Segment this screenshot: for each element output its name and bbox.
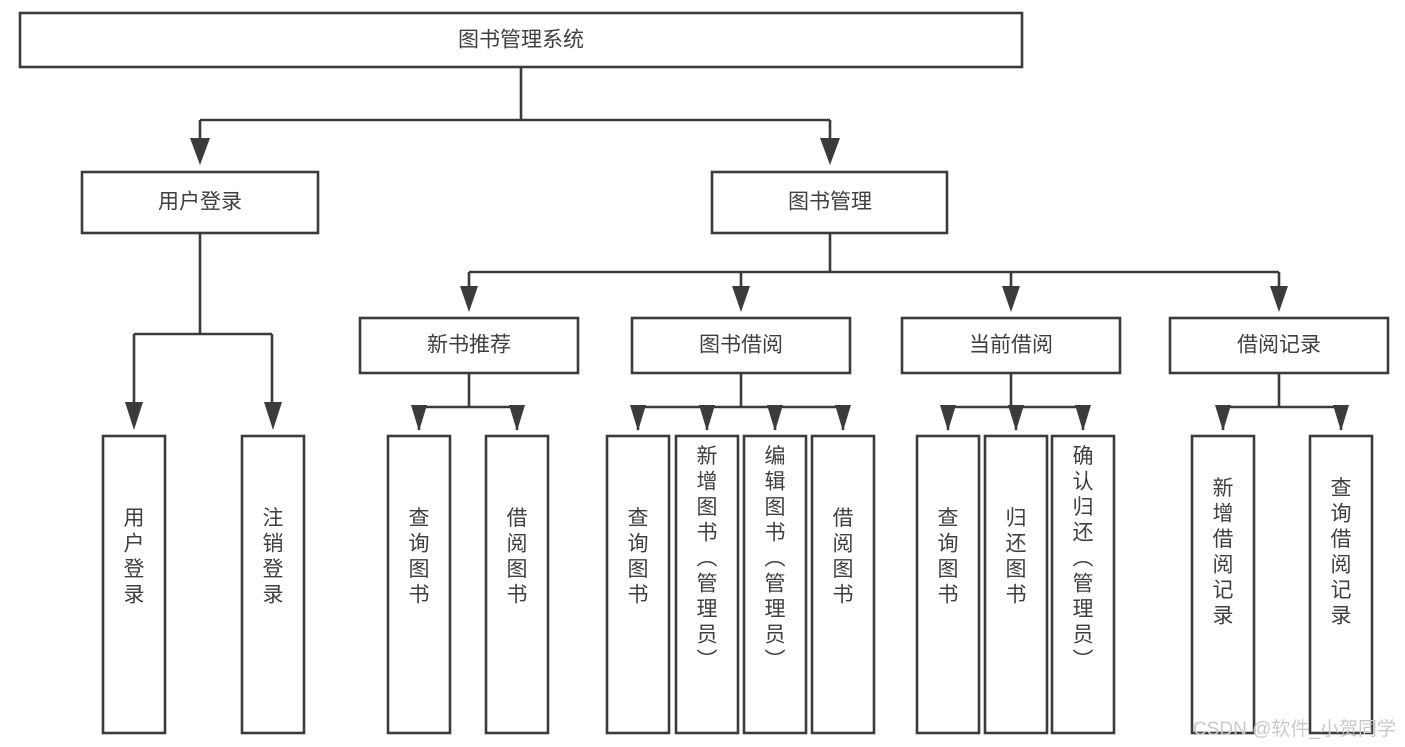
node-root[interactable]: 图书管理系统: [18, 11, 1024, 69]
arrowhead-borrow-record: [1270, 286, 1288, 312]
arrowhead-leaf-logout: [264, 402, 282, 430]
node-label-leaf-query-book-1: 查询图书: [409, 507, 430, 607]
arrowhead-book-manage: [820, 138, 840, 165]
node-box-leaf-borrow-book-2[interactable]: [810, 434, 876, 735]
node-leaf-query-book-2[interactable]: 查询图书: [605, 434, 671, 735]
node-label-borrow-record: 借阅记录: [1237, 334, 1321, 357]
node-label-leaf-edit-book: 编辑图书︵管理员︶: [765, 445, 786, 672]
arrowhead-user-login: [190, 138, 210, 165]
node-label-leaf-query-book-2: 查询图书: [628, 507, 649, 607]
node-box-leaf-logout[interactable]: [240, 434, 306, 735]
node-box-leaf-user-login[interactable]: [101, 434, 167, 735]
arrowhead-leaf-query-book-3: [940, 405, 956, 431]
arrowhead-leaf-borrow-book-2: [835, 405, 851, 431]
node-label-leaf-confirm-return: 确认归还︵管理员︶: [1073, 445, 1094, 672]
arrowhead-new-book-rec: [460, 286, 478, 312]
node-label-leaf-query-record: 查询借阅记录: [1331, 477, 1352, 628]
node-leaf-query-book-1[interactable]: 查询图书: [386, 434, 452, 735]
node-box-current-borrow[interactable]: [900, 316, 1122, 375]
node-label-current-borrow: 当前借阅: [969, 334, 1053, 357]
arrowhead-book-borrow: [732, 286, 750, 312]
arrowhead-leaf-add-book: [699, 405, 715, 431]
node-label-leaf-add-book: 新增图书︵管理员︶: [697, 445, 718, 672]
node-box-book-manage[interactable]: [710, 170, 949, 235]
node-label-root: 图书管理系统: [458, 29, 584, 52]
node-box-book-borrow[interactable]: [630, 316, 852, 375]
node-box-leaf-query-book-2[interactable]: [605, 434, 671, 735]
node-label-book-borrow: 图书借阅: [699, 334, 783, 357]
node-box-leaf-confirm-return[interactable]: [1050, 434, 1116, 735]
arrowhead-leaf-add-record: [1215, 405, 1231, 431]
node-current-borrow[interactable]: 当前借阅: [900, 316, 1122, 375]
node-leaf-logout[interactable]: 注销登录: [240, 434, 306, 735]
node-box-leaf-query-record[interactable]: [1308, 434, 1374, 735]
arrowhead-leaf-query-record: [1333, 405, 1349, 431]
node-borrow-record[interactable]: 借阅记录: [1168, 316, 1390, 375]
arrowhead-leaf-borrow-book-1: [509, 405, 525, 431]
node-box-borrow-record[interactable]: [1168, 316, 1390, 375]
arrowhead-leaf-edit-book: [767, 405, 783, 431]
node-label-leaf-return-book: 归还图书: [1006, 507, 1027, 607]
node-leaf-edit-book[interactable]: 编辑图书︵管理员︶: [742, 434, 808, 735]
arrowhead-leaf-query-book-2: [630, 405, 646, 431]
node-leaf-query-record[interactable]: 查询借阅记录: [1308, 434, 1374, 735]
node-label-new-book-rec: 新书推荐: [427, 334, 511, 357]
arrowhead-leaf-confirm-return: [1075, 405, 1091, 431]
node-box-leaf-add-record[interactable]: [1190, 434, 1256, 735]
node-box-new-book-rec[interactable]: [358, 316, 580, 375]
arrowhead-leaf-user-login: [125, 402, 143, 430]
csdn-watermark: CSDN @软件_小贺同学: [1193, 718, 1396, 740]
arrowhead-leaf-query-book-1: [411, 405, 427, 431]
node-label-user-login: 用户登录: [158, 191, 242, 214]
node-box-root[interactable]: [18, 11, 1024, 69]
node-user-login[interactable]: 用户登录: [80, 170, 320, 235]
node-book-manage[interactable]: 图书管理: [710, 170, 949, 235]
node-box-leaf-edit-book[interactable]: [742, 434, 808, 735]
node-label-book-manage: 图书管理: [788, 191, 872, 214]
node-box-leaf-query-book-1[interactable]: [386, 434, 452, 735]
node-leaf-return-book[interactable]: 归还图书: [983, 434, 1049, 735]
node-leaf-borrow-book-2[interactable]: 借阅图书: [810, 434, 876, 735]
node-leaf-query-book-3[interactable]: 查询图书: [915, 434, 981, 735]
node-leaf-add-book[interactable]: 新增图书︵管理员︶: [674, 434, 740, 735]
node-label-leaf-borrow-book-1: 借阅图书: [507, 507, 528, 607]
node-book-borrow[interactable]: 图书借阅: [630, 316, 852, 375]
arrowhead-leaf-return-book: [1008, 405, 1024, 431]
node-box-user-login[interactable]: [80, 170, 320, 235]
node-box-leaf-add-book[interactable]: [674, 434, 740, 735]
node-leaf-confirm-return[interactable]: 确认归还︵管理员︶: [1050, 434, 1116, 735]
node-box-leaf-query-book-3[interactable]: [915, 434, 981, 735]
node-leaf-add-record[interactable]: 新增借阅记录: [1190, 434, 1256, 735]
node-leaf-borrow-book-1[interactable]: 借阅图书: [484, 434, 550, 735]
connector-layer: [125, 67, 1349, 431]
node-box-leaf-return-book[interactable]: [983, 434, 1049, 735]
arrowhead-current-borrow: [1002, 286, 1020, 312]
node-label-leaf-user-login: 用户登录: [124, 507, 145, 607]
node-new-book-rec[interactable]: 新书推荐: [358, 316, 580, 375]
node-box-leaf-borrow-book-1[interactable]: [484, 434, 550, 735]
node-leaf-user-login[interactable]: 用户登录: [101, 434, 167, 735]
node-label-leaf-borrow-book-2: 借阅图书: [833, 507, 854, 607]
node-label-leaf-query-book-3: 查询图书: [938, 507, 959, 607]
node-label-leaf-logout: 注销登录: [263, 507, 284, 607]
node-label-leaf-add-record: 新增借阅记录: [1213, 477, 1234, 628]
